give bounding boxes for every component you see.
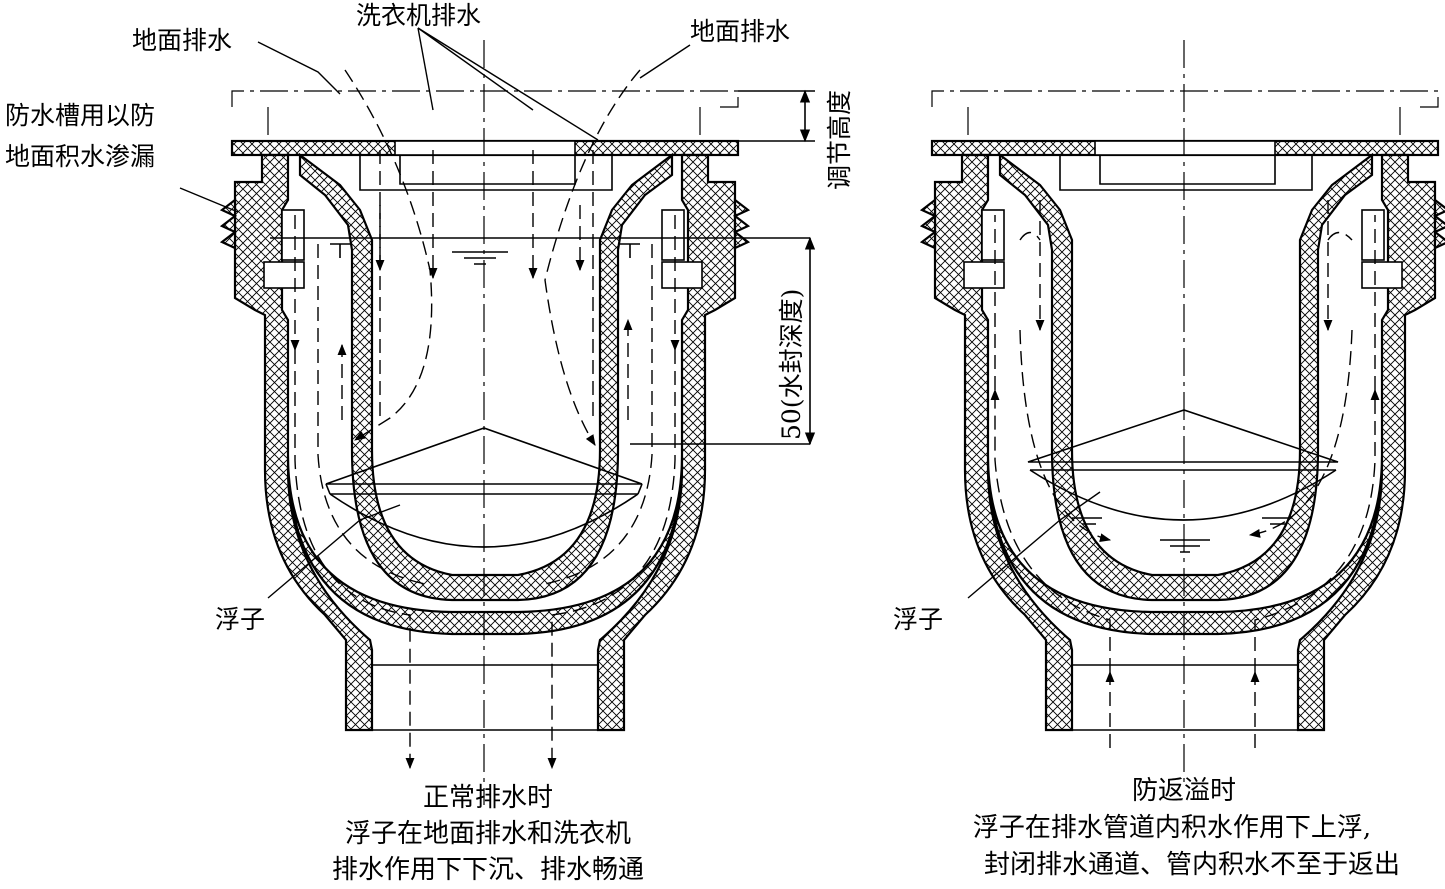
left-sleeve-l <box>281 209 305 261</box>
label-floor-drain-right: 地面排水 <box>690 17 790 46</box>
left-inner-bowl <box>298 152 674 602</box>
label-seal-depth: 50(水封深度) <box>777 289 806 440</box>
left-drain-assembly <box>179 27 816 805</box>
label-floor-drain-left: 地面排水 <box>132 26 232 55</box>
left-adjust-cap <box>231 90 739 108</box>
left-sleeve-r <box>661 209 685 261</box>
caption-right-line3: 封闭排水通道、管内积水不至于返出 <box>984 850 1400 880</box>
label-waterproof-line1: 防水槽用以防 <box>5 101 155 130</box>
caption-left-line1: 正常排水时 <box>423 783 553 813</box>
right-adjust-cap <box>931 90 1439 108</box>
label-float-left: 浮子 <box>215 605 265 634</box>
caption-left-line3: 排水作用下下沉、排水畅通 <box>332 855 644 885</box>
caption-right-line2: 浮子在排水管道内积水作用下上浮, <box>973 813 1371 843</box>
caption-left-line2: 浮子在地面排水和洗衣机 <box>345 819 631 849</box>
left-outer-body <box>233 153 737 732</box>
left-plate-opening <box>394 140 576 156</box>
label-float-right: 浮子 <box>893 605 943 634</box>
left-top-cup <box>399 155 576 185</box>
left-waterproof-ridges <box>219 197 238 250</box>
right-float <box>1027 409 1339 463</box>
right-outer-body <box>933 153 1437 732</box>
caption-right-line1: 防返溢时 <box>1132 776 1236 806</box>
label-adjust-height: 调节高度 <box>825 90 854 190</box>
right-drain-assembly <box>919 40 1445 785</box>
right-inner-bowl <box>998 152 1374 602</box>
label-washer-drain: 洗衣机排水 <box>356 1 481 30</box>
label-waterproof-line2: 地面积水渗漏 <box>5 142 155 171</box>
